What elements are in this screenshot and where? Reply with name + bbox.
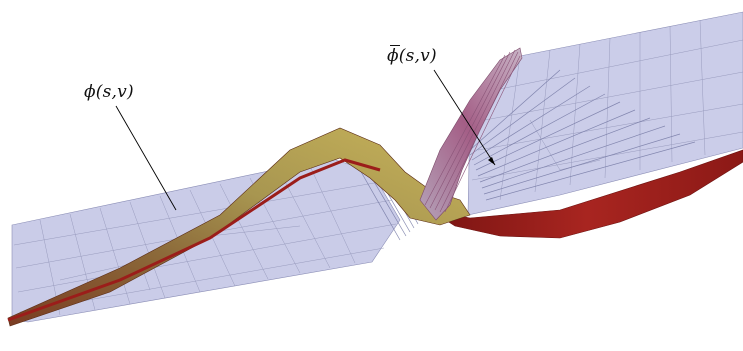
- phibar-label: ϕ(s,v): [387, 45, 437, 66]
- olive-ribbon-edge: [7, 158, 381, 322]
- phi-leader-line: [115, 105, 177, 211]
- phi-label: ϕ(s,v): [84, 82, 134, 102]
- phibar-text: ϕ(s,v): [387, 46, 437, 66]
- red-sheet: [429, 149, 743, 239]
- pink-spike-sheet: [419, 47, 523, 221]
- right-sheet-mesh: [471, 19, 743, 201]
- overbar: [390, 45, 400, 47]
- phibar-arrowhead: [488, 157, 495, 165]
- pink-spike-lines: [424, 49, 521, 213]
- phibar-leader-line: [433, 69, 496, 166]
